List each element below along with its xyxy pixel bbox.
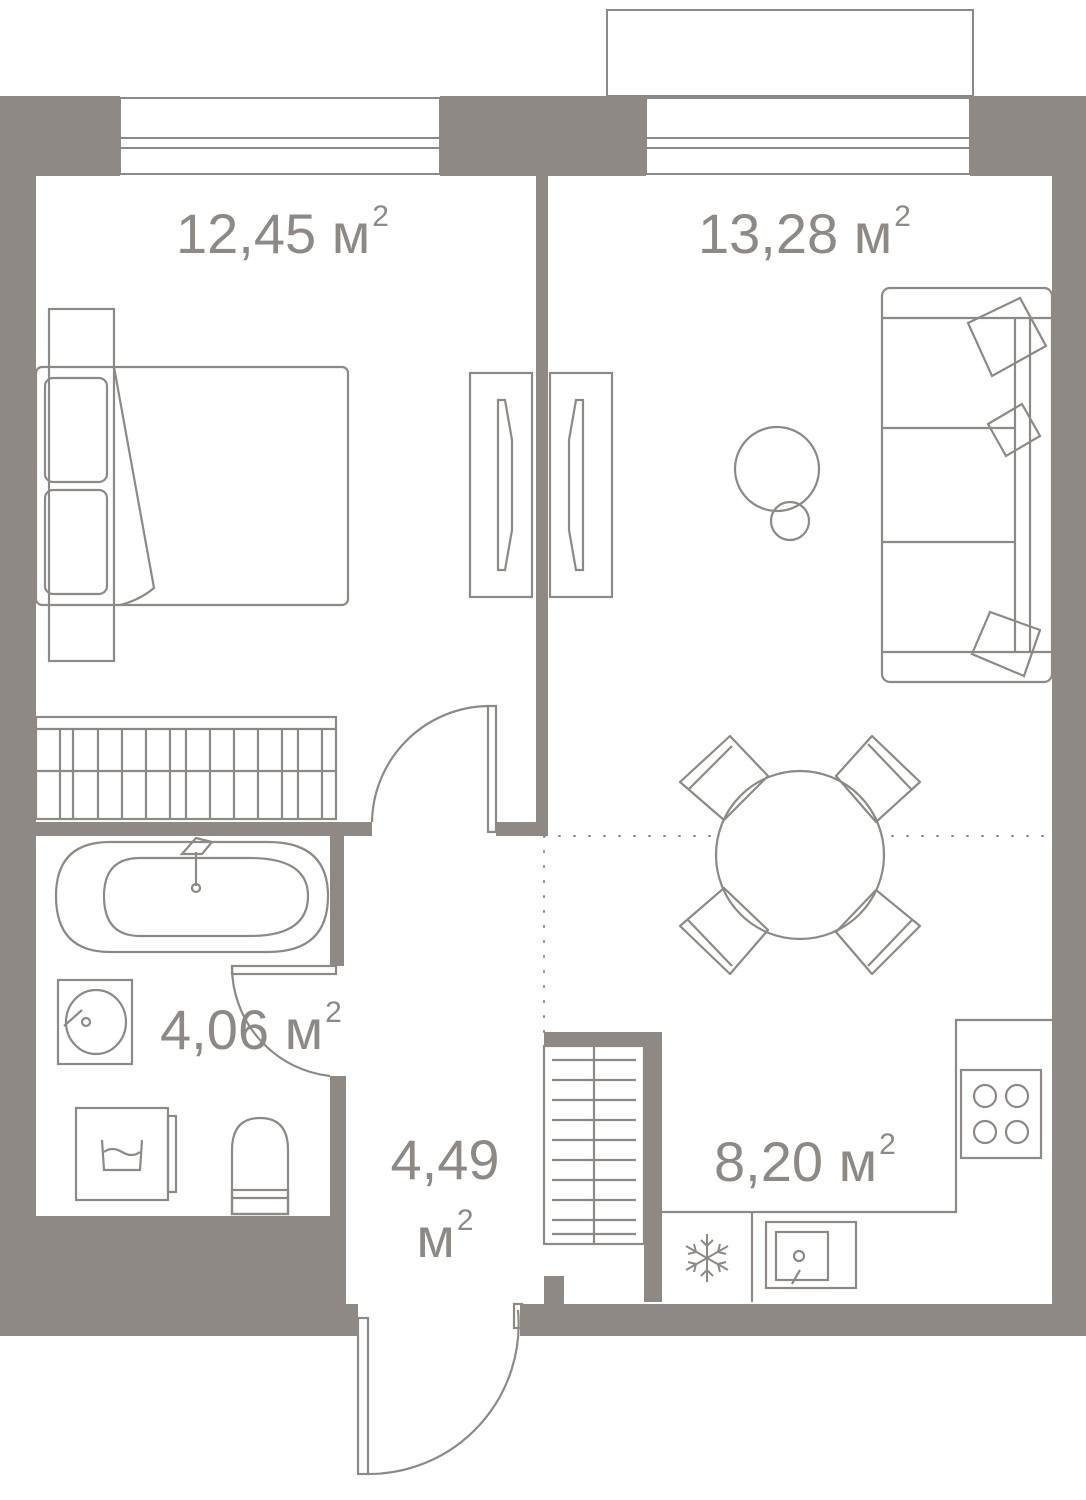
wardrobe (468, 371, 614, 599)
bedroom-door (370, 704, 498, 834)
toilet (230, 1116, 290, 1216)
area-label-bedroom: 12,45 м2 (176, 200, 389, 265)
snowflake-icon (685, 1234, 729, 1282)
bathtub (54, 836, 330, 954)
radiator (34, 715, 338, 821)
furniture (34, 286, 1054, 1476)
dining-table (678, 734, 922, 976)
entrance-door (356, 1302, 524, 1476)
coffee-table (733, 425, 821, 513)
bathroom-door (230, 964, 338, 1078)
stool (769, 500, 811, 542)
area-label-kitchen: 8,20 м2 (714, 1128, 896, 1193)
washing-machine (74, 1106, 178, 1202)
walls (0, 96, 1086, 1336)
windows (119, 9, 974, 175)
bed (34, 307, 350, 663)
kitchen-counter (662, 1018, 1052, 1302)
storage-shelf (542, 1044, 646, 1246)
zone-dividers (543, 835, 1049, 1033)
washbasin (56, 978, 134, 1066)
area-label-hallway: 4,49 м2 (390, 1128, 500, 1269)
area-label-living: 13,28 м2 (698, 200, 911, 265)
sofa (880, 286, 1054, 684)
area-label-bathroom: 4,06 м2 (160, 996, 342, 1061)
